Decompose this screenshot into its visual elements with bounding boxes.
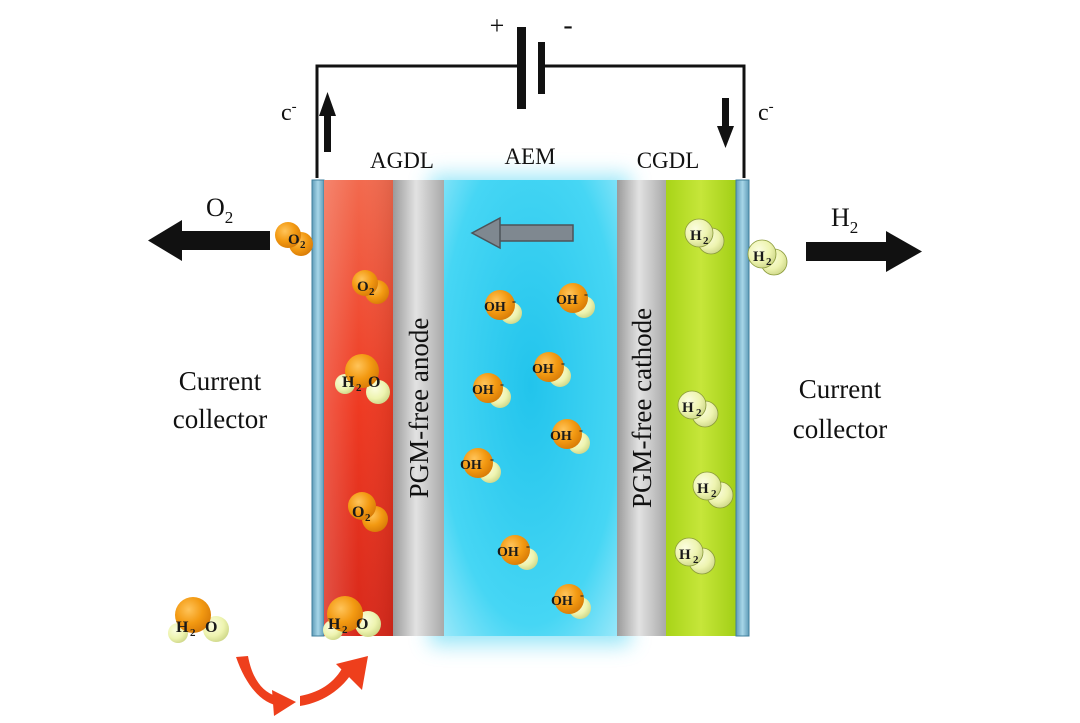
electron-up-arrow-icon — [319, 92, 336, 152]
h2-molecule: H 2 — [677, 390, 719, 428]
svg-text:2: 2 — [766, 256, 772, 268]
battery-symbol — [517, 27, 545, 109]
svg-text:2: 2 — [693, 554, 699, 566]
hydroxide-ion: OH - — [532, 352, 571, 387]
svg-text:2: 2 — [190, 627, 196, 639]
left-collector-label-line2: collector — [173, 404, 267, 434]
svg-text:-: - — [579, 423, 583, 437]
svg-text:OH: OH — [484, 300, 506, 315]
svg-text:O: O — [352, 504, 364, 521]
h2o-molecule: H 2 O — [168, 597, 229, 643]
hydrogen-product-label: H2 — [831, 203, 858, 237]
electron-down-arrow-icon — [717, 98, 734, 148]
hydroxide-ion: OH - — [556, 283, 595, 318]
hydroxide-ion: OH - — [472, 373, 511, 408]
svg-text:OH: OH — [472, 383, 494, 398]
cathode-current-collector-plate — [735, 179, 750, 637]
svg-text:-: - — [584, 287, 588, 301]
svg-text:O: O — [288, 232, 300, 248]
svg-text:-: - — [500, 377, 504, 391]
h2o-molecule: H 2 O — [335, 354, 390, 404]
svg-text:OH: OH — [551, 594, 573, 609]
external-circuit — [315, 64, 746, 178]
svg-text:2: 2 — [356, 382, 362, 394]
cgdl-label: CGDL — [637, 148, 700, 173]
svg-text:-: - — [490, 452, 494, 466]
hydroxide-ion: OH - — [551, 584, 591, 619]
o2-molecule: O 2 — [348, 492, 388, 532]
svg-text:OH: OH — [532, 362, 554, 377]
svg-text:2: 2 — [365, 512, 371, 524]
cathode-catalyst-layer — [617, 180, 666, 636]
hydroxide-ion: OH - — [484, 290, 522, 324]
svg-text:2: 2 — [369, 286, 375, 298]
svg-text:2: 2 — [300, 239, 306, 251]
svg-text:2: 2 — [703, 235, 709, 247]
oxygen-product-label: O2 — [206, 193, 233, 227]
anode-catalyst-layer — [393, 180, 444, 636]
h2-molecule: H 2 — [674, 537, 716, 575]
svg-text:H: H — [328, 616, 341, 633]
svg-text:OH: OH — [497, 545, 519, 560]
h2-molecule: H 2 — [692, 471, 734, 509]
svg-text:H: H — [690, 228, 702, 244]
svg-text:H: H — [697, 481, 709, 497]
svg-text:O: O — [356, 616, 368, 633]
left-collector-label-line1: Current — [179, 366, 262, 396]
svg-text:O: O — [357, 279, 369, 295]
right-collector-label-line2: collector — [793, 414, 887, 444]
svg-text:O: O — [205, 619, 217, 636]
aem-label: AEM — [504, 144, 555, 169]
svg-text:-: - — [526, 539, 530, 553]
h2-molecule: H 2 — [747, 239, 788, 276]
svg-text:2: 2 — [696, 407, 702, 419]
anode-current-collector-plate — [311, 179, 325, 637]
svg-text:2: 2 — [342, 624, 348, 636]
hydrogen-out-arrow-icon — [806, 231, 922, 272]
svg-text:O: O — [368, 374, 380, 391]
svg-text:OH: OH — [556, 293, 578, 308]
svg-text:-: - — [580, 588, 584, 602]
svg-text:-: - — [561, 356, 565, 370]
svg-text:-: - — [512, 294, 516, 308]
oxygen-out-arrow-icon — [148, 220, 270, 261]
water-inflow-curved-arrows-icon — [236, 656, 368, 716]
h2-molecule: H 2 — [684, 218, 725, 255]
hydroxide-migration-arrow-icon — [470, 216, 574, 250]
svg-text:H: H — [753, 249, 765, 265]
svg-text:H: H — [679, 547, 691, 563]
hydroxide-ion: OH - — [550, 419, 590, 454]
pgm-free-anode-label: PGM-free anode — [404, 318, 434, 499]
battery-plus-label: + — [490, 11, 505, 40]
electron-label-right: c- — [758, 99, 774, 126]
svg-text:H: H — [176, 619, 189, 636]
hydroxide-ion: OH - — [460, 448, 501, 483]
o2-molecule: O 2 — [275, 222, 313, 256]
electron-label-left: c- — [281, 99, 297, 126]
agdl-label: AGDL — [370, 148, 434, 173]
svg-text:2: 2 — [711, 488, 717, 500]
svg-text:H: H — [682, 400, 694, 416]
svg-text:OH: OH — [550, 429, 572, 444]
o2-molecule: O 2 — [352, 270, 389, 304]
h2o-molecule: H 2 O — [323, 596, 381, 640]
pgm-free-cathode-label: PGM-free cathode — [627, 308, 657, 508]
svg-text:H: H — [342, 374, 355, 391]
right-collector-label-line1: Current — [799, 374, 882, 404]
battery-minus-label: - — [563, 10, 572, 41]
hydroxide-ion: OH - — [497, 535, 538, 570]
svg-text:OH: OH — [460, 458, 482, 473]
